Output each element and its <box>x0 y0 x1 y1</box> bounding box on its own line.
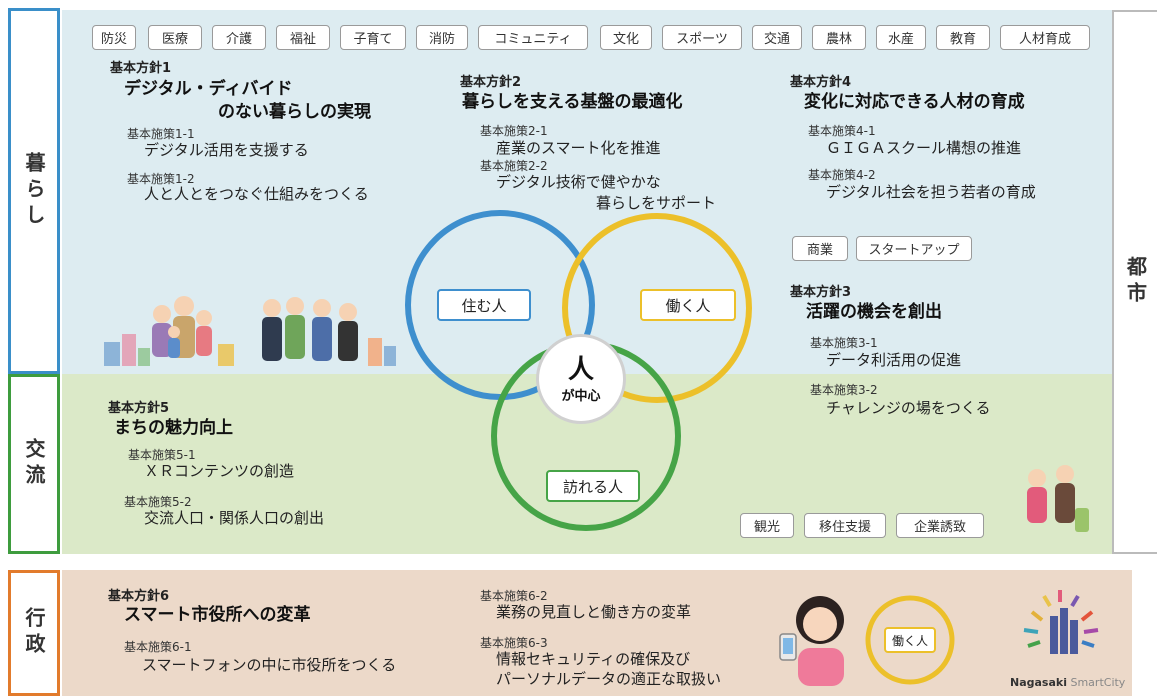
side-label-city-text: 都市 <box>1123 256 1148 308</box>
measure-4-2-heading: 基本施策4-2 <box>808 168 876 182</box>
tag-medical: 医療 <box>148 25 202 50</box>
logo-wordmark: Nagasaki SmartCity <box>1010 676 1125 689</box>
measure-2-2-heading: 基本施策2-2 <box>480 159 548 173</box>
measure-2-1-text: 産業のスマート化を推進 <box>496 139 661 157</box>
tag-human-resources: 人材育成 <box>1000 25 1090 50</box>
measure-4-2-text: デジタル社会を担う若者の育成 <box>826 183 1036 201</box>
venn-center-main: 人 <box>567 354 594 385</box>
tag-disaster-prevention: 防災 <box>92 25 136 50</box>
policy6-title: スマート市役所への変革 <box>124 605 311 625</box>
venn-label-live: 住む人 <box>437 289 531 321</box>
tag-welfare: 福祉 <box>276 25 330 50</box>
venn-center: 人 が中心 <box>536 334 626 424</box>
admin-badge-label: 働く人 <box>884 627 936 653</box>
measure-6-3-text-line2: パーソナルデータの適正な取扱い <box>496 670 722 688</box>
measure-5-1-heading: 基本施策5-1 <box>128 448 196 462</box>
policy2-title: 暮らしを支える基盤の最適化 <box>462 92 683 112</box>
tag-agriculture-forestry: 農林 <box>812 25 866 50</box>
policy1-heading: 基本方針1 <box>110 61 172 76</box>
tag-relocation-support: 移住支援 <box>804 513 886 538</box>
policy4-title: 変化に対応できる人材の育成 <box>804 92 1025 112</box>
tag-business-attraction: 企業誘致 <box>896 513 984 538</box>
measure-6-3-heading: 基本施策6-3 <box>480 636 548 650</box>
living-region <box>62 10 1112 374</box>
measure-1-2-heading: 基本施策1-2 <box>127 172 195 186</box>
tag-fire: 消防 <box>416 25 468 50</box>
measure-5-2-text: 交流人口・関係人口の創出 <box>144 509 325 527</box>
measure-4-1-text: ＧＩＧＡスクール構想の推進 <box>826 139 1022 157</box>
venn-circle-work <box>562 213 752 403</box>
measure-6-1-text: スマートフォンの中に市役所をつくる <box>142 656 397 674</box>
nagasaki-smartcity-logo-icon <box>1023 590 1099 654</box>
tag-sports: スポーツ <box>662 25 742 50</box>
measure-3-2-heading: 基本施策3-2 <box>810 383 878 397</box>
side-label-city: 都市 <box>1112 10 1157 554</box>
measure-2-2-text-line1: デジタル技術で健やかな <box>496 173 661 191</box>
tag-nursing: 介護 <box>212 25 266 50</box>
venn-label-visit: 訪れる人 <box>546 470 640 502</box>
logo-name-light: SmartCity <box>1070 676 1126 689</box>
measure-2-1-heading: 基本施策2-1 <box>480 124 548 138</box>
residents-illustration <box>104 296 396 366</box>
side-label-exchange-text: 交流 <box>22 438 46 490</box>
side-label-living: 暮らし <box>8 8 60 374</box>
side-label-admin: 行政 <box>8 570 60 696</box>
policy1-title-line2: のない暮らしの実現 <box>218 102 371 122</box>
tag-startup: スタートアップ <box>856 236 972 261</box>
tag-community: コミュニティ <box>478 25 588 50</box>
policy2-heading: 基本方針2 <box>460 75 522 90</box>
measure-5-1-text: ＸＲコンテンツの創造 <box>144 462 295 480</box>
measure-3-1-heading: 基本施策3-1 <box>810 336 878 350</box>
venn-center-sub: が中心 <box>561 388 601 404</box>
travelers-illustration <box>1027 465 1089 532</box>
side-label-exchange: 交流 <box>8 374 60 554</box>
measure-1-1-text: デジタル活用を支援する <box>144 141 309 159</box>
measure-1-1-heading: 基本施策1-1 <box>127 127 195 141</box>
policy6-heading: 基本方針6 <box>108 589 170 604</box>
measure-6-3-text-line1: 情報セキュリティの確保及び <box>496 650 691 668</box>
smartphone-user-illustration <box>779 596 844 686</box>
measure-6-1-heading: 基本施策6-1 <box>124 640 192 654</box>
measure-3-1-text: データ利活用の促進 <box>826 351 962 369</box>
policy3-title: 活躍の機会を創出 <box>806 302 942 322</box>
admin-badge-ring <box>865 595 955 685</box>
tag-traffic: 交通 <box>752 25 802 50</box>
side-label-living-text: 暮らし <box>22 152 46 230</box>
measure-5-2-heading: 基本施策5-2 <box>124 495 192 509</box>
tag-fisheries: 水産 <box>876 25 926 50</box>
venn-label-work: 働く人 <box>640 289 736 321</box>
policy5-title: まちの魅力向上 <box>114 418 233 438</box>
tag-tourism: 観光 <box>740 513 794 538</box>
measure-1-2-text: 人と人とをつなぐ仕組みをつくる <box>144 185 369 203</box>
measure-6-2-heading: 基本施策6-2 <box>480 589 548 603</box>
tag-education: 教育 <box>936 25 990 50</box>
side-label-admin-text: 行政 <box>22 607 46 659</box>
measure-4-1-heading: 基本施策4-1 <box>808 124 876 138</box>
measure-6-2-text: 業務の見直しと働き方の変革 <box>496 603 692 621</box>
policy1-title-line1: デジタル・ディバイド <box>124 79 293 99</box>
tag-commerce: 商業 <box>792 236 848 261</box>
measure-3-2-text: チャレンジの場をつくる <box>826 399 991 417</box>
tag-culture: 文化 <box>600 25 652 50</box>
measure-2-2-text-line2: 暮らしをサポート <box>596 194 717 212</box>
tag-child-rearing: 子育て <box>340 25 406 50</box>
policy3-heading: 基本方針3 <box>790 285 852 300</box>
policy4-heading: 基本方針4 <box>790 75 852 90</box>
logo-name-bold: Nagasaki <box>1010 676 1067 689</box>
policy5-heading: 基本方針5 <box>108 401 170 416</box>
